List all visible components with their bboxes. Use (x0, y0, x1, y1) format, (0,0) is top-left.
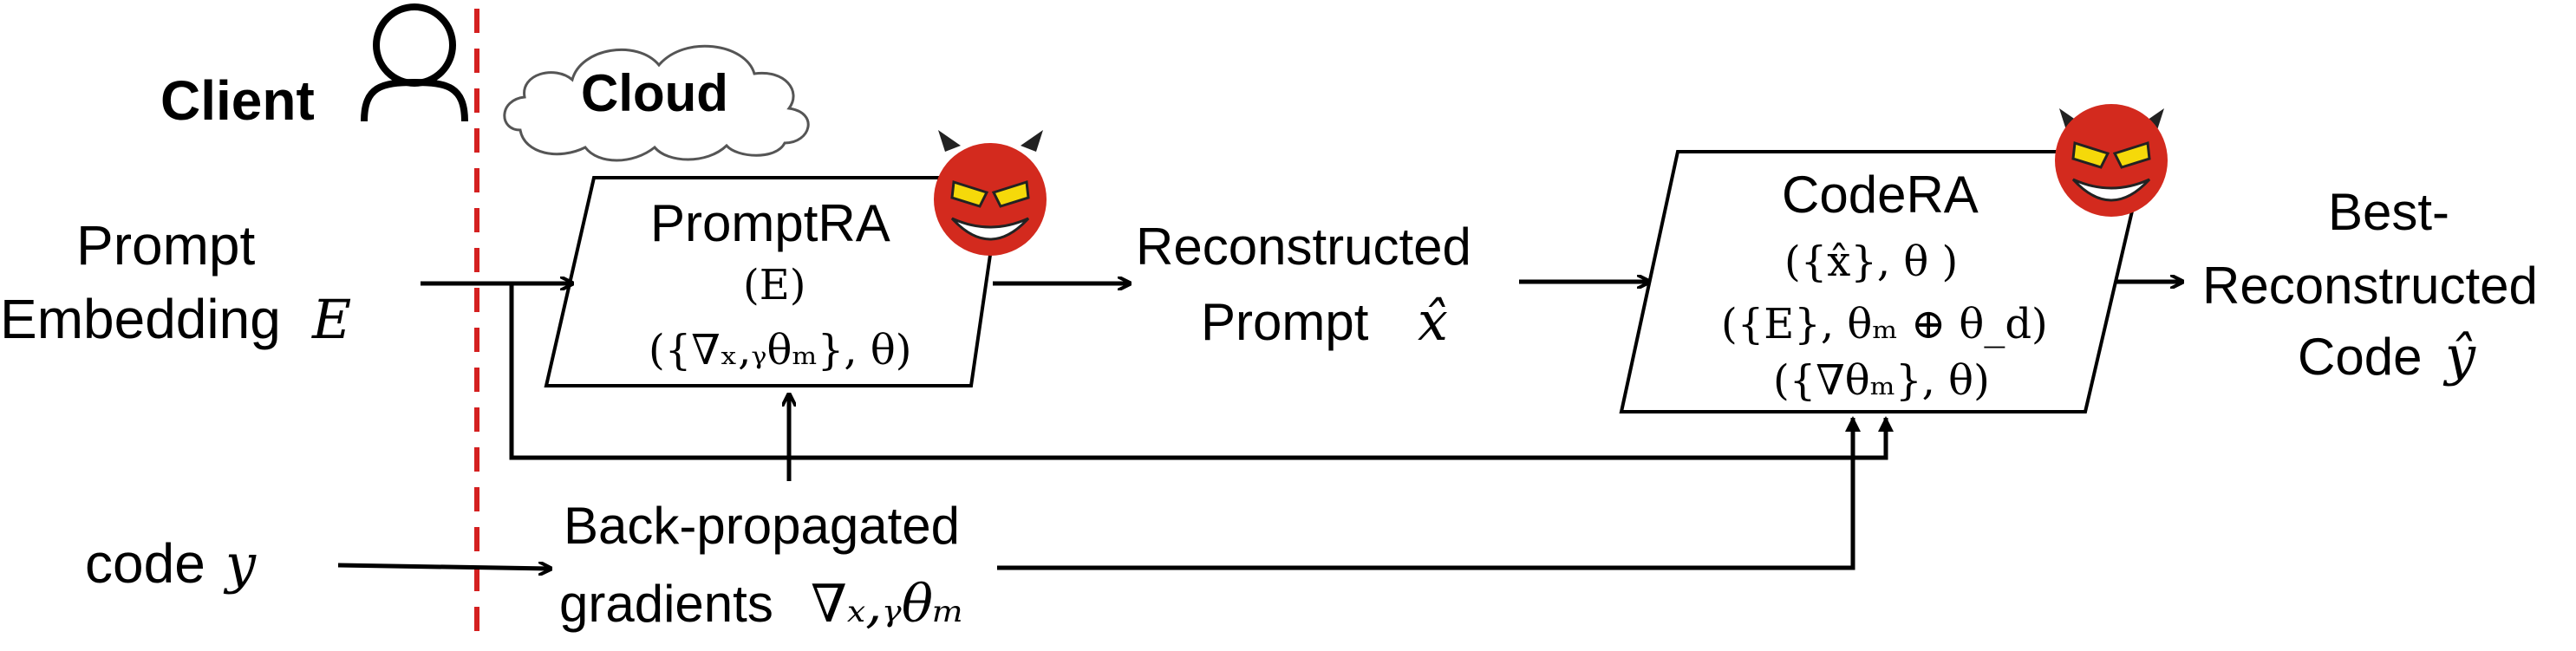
code-label: code (85, 532, 205, 595)
prompt-embedding-line2: Embedding (0, 288, 281, 350)
codera-box (1619, 150, 2149, 413)
best-reconstructed-line2: Reconstructed (2202, 257, 2538, 315)
reconstructed-prompt-line1: Reconstructed (1136, 218, 1471, 276)
prompt-embedding-line2-group: Embedding E (0, 288, 351, 351)
person-icon (361, 3, 468, 122)
cloud-label: Cloud (581, 64, 728, 122)
codera-line3: ({∇θₘ}, θ) (1773, 356, 1990, 405)
promptra-line1: (E) (743, 261, 806, 309)
arrow-backprop-to-codera (997, 416, 1861, 570)
best-reconstructed-line3: Code (2298, 328, 2422, 386)
prompt-embedding-line1: Prompt (76, 214, 256, 277)
promptra-title: PromptRA (650, 194, 890, 252)
promptra-line2: ({∇ₓ,ᵧθₘ}, θ) (649, 326, 911, 374)
client-label: Client (160, 69, 315, 132)
devil-icon-promptra (934, 130, 1047, 256)
best-reconstructed-line1: Best- (2328, 183, 2449, 241)
reconstructed-prompt-line2: Prompt (1201, 293, 1369, 351)
reconstructed-prompt-symbol: x̂ (1418, 290, 1448, 353)
arrow-embedding-to-codera (509, 283, 1894, 460)
codera-line1: ({x̂}, θ ) (1784, 238, 1958, 286)
code-symbol: y (223, 532, 257, 596)
devil-icon-codera (2055, 104, 2168, 217)
prompt-embedding-symbol: E (311, 288, 351, 351)
backprop-line1: Back-propagated (564, 497, 960, 555)
best-reconstructed-symbol: ŷ (2442, 324, 2476, 387)
codera-line2: ({E}, θₘ ⊕ θ_d) (1721, 300, 2048, 348)
arrow-code-to-backprop (337, 565, 551, 569)
backprop-line2: gradients (559, 575, 773, 633)
codera-title: CodeRA (1782, 166, 1979, 224)
promptra-box (544, 176, 1004, 387)
cloud-icon (503, 44, 810, 162)
backprop-symbol: ∇ₓ,ᵧθₘ (811, 574, 965, 635)
